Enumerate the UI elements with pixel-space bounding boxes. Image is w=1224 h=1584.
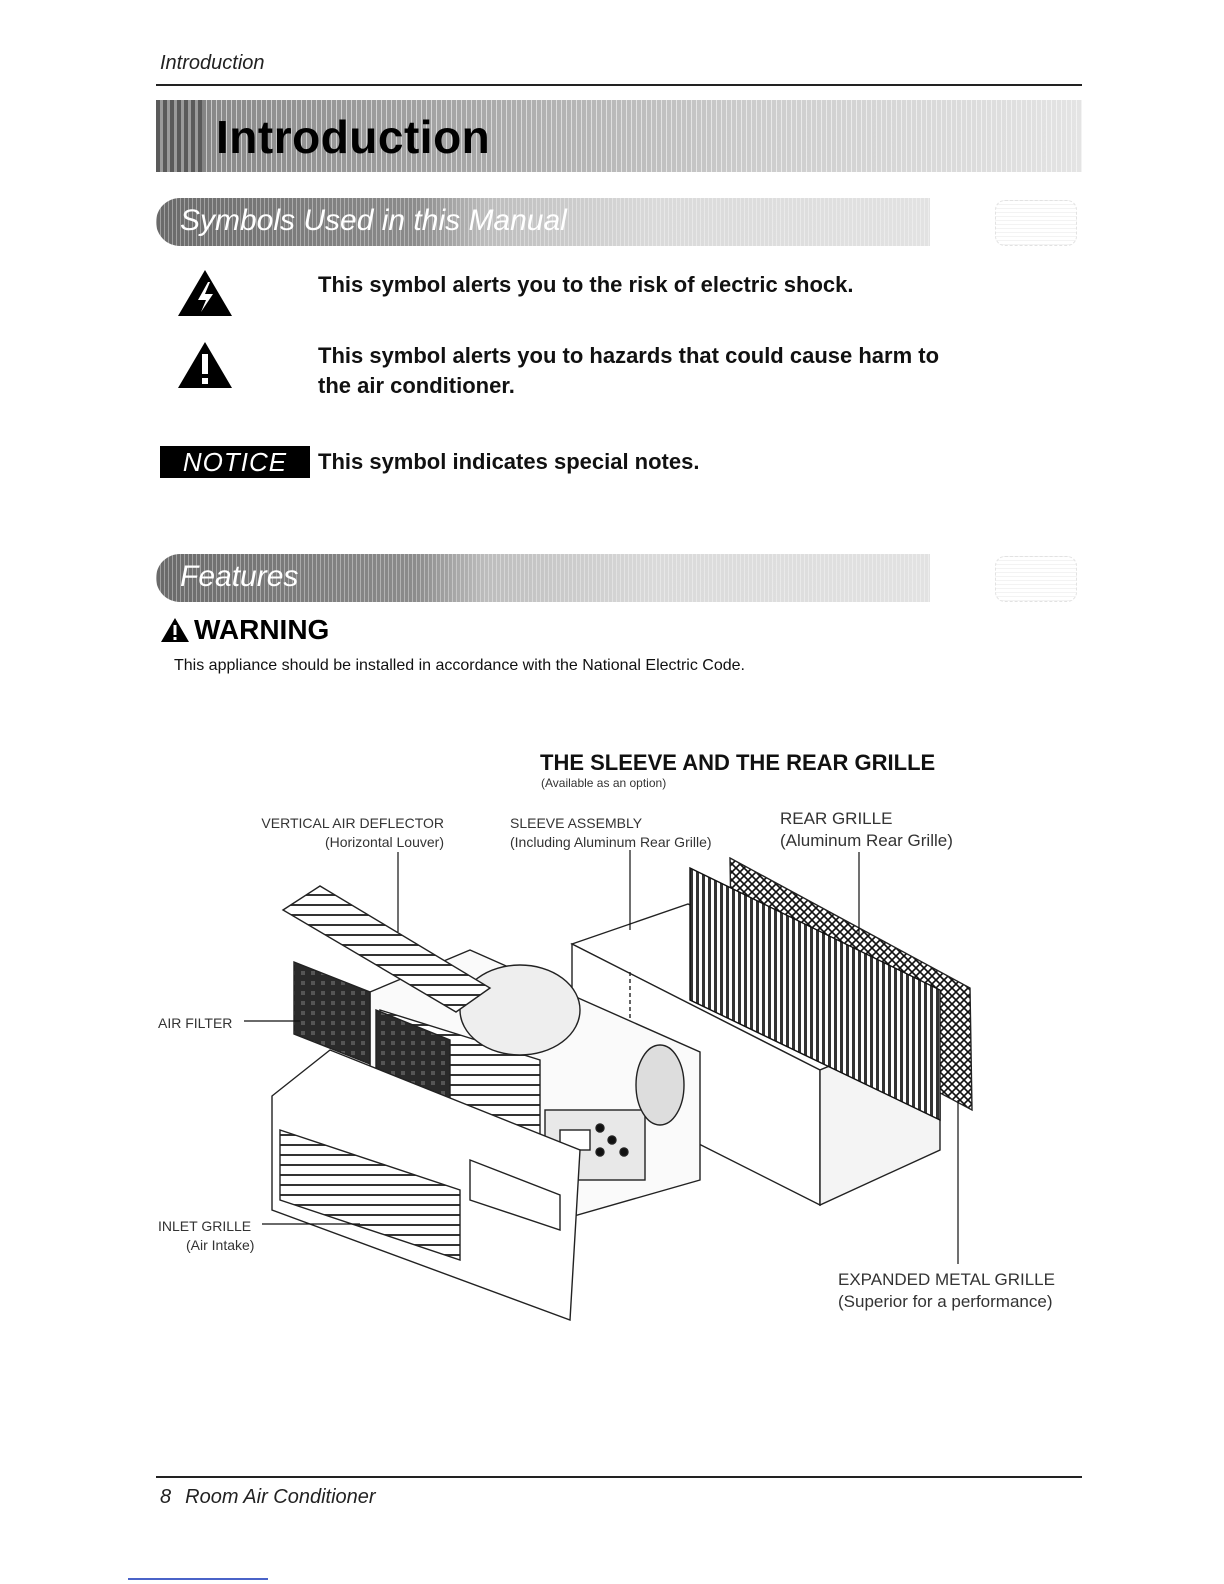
label-inlet-grille: INLET GRILLE (Air Intake) bbox=[158, 1217, 254, 1255]
footer-rule bbox=[156, 1476, 1082, 1478]
label-expanded-metal-grille: EXPANDED METAL GRILLE (Superior for a pe… bbox=[838, 1269, 1055, 1313]
page-title: Introduction bbox=[216, 111, 491, 163]
section-band-symbols bbox=[156, 198, 930, 246]
header-rule bbox=[156, 84, 1082, 86]
section-decoration bbox=[995, 200, 1077, 246]
label-inlet-grille-sub: (Air Intake) bbox=[186, 1237, 255, 1253]
label-expanded-metal-grille-sub: (Superior for a performance) bbox=[838, 1292, 1053, 1311]
label-sleeve-assembly: SLEEVE ASSEMBLY (Including Aluminum Rear… bbox=[510, 814, 712, 852]
label-rear-grille-sub: (Aluminum Rear Grille) bbox=[780, 831, 953, 850]
section-decoration bbox=[995, 556, 1077, 602]
label-air-filter: AIR FILTER bbox=[158, 1015, 233, 1031]
symbol-caution-text-line1: This symbol alerts you to hazards that c… bbox=[318, 343, 940, 368]
inlet-grille-front-cover bbox=[271, 1049, 581, 1321]
section-heading-features: Features bbox=[180, 560, 299, 593]
caution-warning-icon bbox=[176, 340, 234, 395]
label-rear-grille-name: REAR GRILLE bbox=[780, 809, 893, 828]
leader-lines bbox=[244, 850, 959, 1264]
page-number: 8 bbox=[160, 1486, 172, 1508]
symbol-notice-text: This symbol indicates special notes. bbox=[318, 449, 700, 474]
symbol-shock-text: This symbol alerts you to the risk of el… bbox=[318, 272, 854, 297]
diagram-subtitle: (Available as an option) bbox=[541, 776, 667, 790]
running-header: Introduction bbox=[160, 52, 265, 74]
label-vertical-air-deflector-sub: (Horizontal Louver) bbox=[324, 834, 444, 850]
symbol-caution-text-line2: the air conditioner. bbox=[318, 373, 515, 398]
label-expanded-metal-grille-name: EXPANDED METAL GRILLE bbox=[838, 1270, 1055, 1289]
vertical-air-deflector bbox=[281, 885, 492, 1013]
section-heading-symbols: Symbols Used in this Manual bbox=[180, 204, 567, 237]
warning-body: This appliance should be installed in ac… bbox=[174, 657, 745, 674]
warning-triangle-icon bbox=[161, 618, 189, 642]
warning-heading: WARNING bbox=[160, 614, 329, 646]
air-conditioner-exploded-illustration bbox=[244, 850, 973, 1321]
label-sleeve-assembly-name: SLEEVE ASSEMBLY bbox=[510, 815, 643, 831]
label-inlet-grille-name: INLET GRILLE bbox=[158, 1218, 252, 1234]
diagram-title: THE SLEEVE AND THE REAR GRILLE bbox=[540, 750, 936, 775]
page-edge-link bbox=[128, 1578, 268, 1580]
air-filter bbox=[293, 960, 371, 1066]
title-band bbox=[156, 100, 1082, 172]
label-rear-grille: REAR GRILLE (Aluminum Rear Grille) bbox=[780, 808, 953, 852]
label-vertical-air-deflector: VERTICAL AIR DEFLECTOR (Horizontal Louve… bbox=[246, 814, 444, 852]
notice-badge: NOTICE bbox=[160, 446, 310, 478]
electric-shock-warning-icon bbox=[176, 268, 234, 323]
section-band-features bbox=[156, 554, 930, 602]
rear-grille bbox=[689, 866, 941, 1122]
label-vertical-air-deflector-name: VERTICAL AIR DEFLECTOR bbox=[261, 815, 444, 831]
label-sleeve-assembly-sub: (Including Aluminum Rear Grille) bbox=[510, 834, 712, 850]
warning-title: WARNING bbox=[194, 614, 330, 645]
footer-title: Room Air Conditioner bbox=[185, 1486, 376, 1508]
footer: 8 Room Air Conditioner bbox=[160, 1486, 376, 1509]
